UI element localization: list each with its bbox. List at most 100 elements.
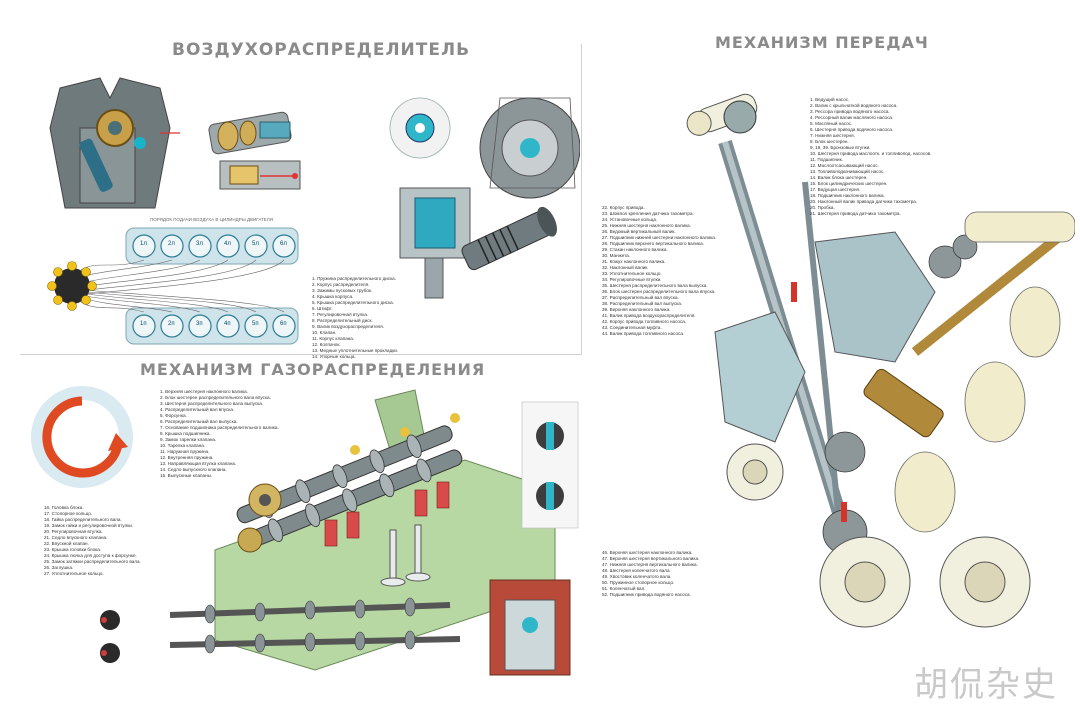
legend-item: 35. Шестерня распределительного вала вып… — [602, 283, 708, 288]
legend-item: 24. Крышка лючка для доступа к форсунке. — [44, 553, 137, 558]
cylinder-label: 6л — [280, 241, 287, 247]
legend-item: 3. Рессора привода водяного насоса. — [810, 109, 890, 114]
legend-item: 38. Распределительный вал выпуска. — [602, 301, 683, 306]
divider-horizontal — [20, 354, 582, 355]
cylinder-order-caption: ПОРЯДОК ПОДАЧИ ВОЗДУХА В ЦИЛИНДРЫ ДВИГАТ… — [150, 217, 273, 222]
heading-gas-distribution: МЕХАНИЗМ ГАЗОРАСПРЕДЕЛЕНИЯ — [140, 360, 486, 379]
legend-item: 13. Топливоподкачивающий насос. — [810, 169, 885, 174]
transmission-legend-2: 22. Корпус привода.23. Шомпол крепления … — [602, 205, 716, 337]
cylinder-label: 5п — [252, 321, 259, 327]
cylinder-row-bottom: 1п 2п 3п 4п 5п 6п — [126, 318, 306, 338]
legend-item: 20. Наклонный валик привода датчика тахо… — [810, 199, 918, 204]
legend-item: 15. Блок цилиндрических шестерен. — [810, 181, 888, 186]
transmission-legend-3: 46. Верхняя шестерня наклонного валика.4… — [602, 550, 699, 598]
gas-distribution-legend-1: 1. Верхняя шестерня наклонного валика.2.… — [160, 389, 279, 479]
cylinder-label: 3л — [196, 241, 203, 247]
legend-item: 2. Блок шестерен распределительного вала… — [160, 395, 271, 400]
distributor-parts-illustration — [208, 111, 301, 190]
legend-item: 44. Валик привода топливного насоса. — [602, 331, 685, 336]
legend-item: 7. Основание подшипника распределительно… — [160, 425, 279, 430]
legend-item: 29. Стакан наклонного валика. — [602, 247, 668, 252]
legend-item: 8. Крышка подшипника. — [160, 431, 211, 436]
legend-item: 30. Манжета. — [602, 253, 630, 258]
legend-item: 13. Медные уплотнительные прокладки. — [312, 348, 399, 353]
legend-item: 20. Пробка. — [810, 205, 835, 210]
legend-item: 2. Валик с крыльчаткой водяного насоса. — [810, 103, 898, 108]
legend-item: 24. Установочные кольца. — [602, 217, 658, 222]
legend-item: 17. Ведущая шестерня. — [810, 187, 861, 192]
legend-item: 1. Верхняя шестерня наклонного валика. — [160, 389, 248, 394]
legend-item: 10. Тарелка клапана. — [160, 443, 206, 448]
legend-item: 52. Подшипник привода водяного насоса. — [602, 592, 691, 597]
heading-air-distributor: ВОЗДУХОРАСПРЕДЕЛИТЕЛЬ — [172, 40, 471, 60]
legend-item: 31. Кожух наклонного валика. — [602, 259, 666, 264]
legend-item: 28. Подшипник верхнего вертикального вал… — [602, 241, 704, 246]
legend-item: 51. Коленчатый вал. — [602, 586, 646, 591]
legend-item: 14. Упорные кольца. — [312, 354, 356, 359]
legend-item: 22. Впускной клапан. — [44, 541, 89, 546]
legend-item: 37. Распределительный вал впуска. — [602, 295, 679, 300]
legend-item: 11. Наружная пружина. — [160, 449, 210, 454]
legend-item: 4. Распределительный вал впуска. — [160, 407, 235, 412]
legend-item: 23. Крышка головки блока. — [44, 547, 102, 552]
legend-item: 32. Наклонный валик. — [602, 265, 649, 270]
legend-item: 26. Ведомый вертикальный валик. — [602, 229, 676, 234]
legend-item: 14. Валик блока шестерен. — [810, 175, 868, 180]
legend-item: 25. Замок затяжки распределительного вал… — [44, 559, 141, 564]
heading-transmission: МЕХАНИЗМ ПЕРЕДАЧ — [715, 33, 929, 52]
legend-item: 36. Блок шестерен распределительного вал… — [602, 289, 716, 294]
legend-item: 7. Нижняя шестерня. — [810, 133, 855, 138]
legend-item: 12. Колпачок. — [312, 342, 341, 347]
legend-item: 25. Нижняя шестерня наклонного валика. — [602, 223, 692, 228]
cylinder-label: 1л — [140, 241, 147, 247]
legend-item: 33. Уплотнительное кольцо. — [602, 271, 662, 276]
air-distributor-legend: 1. Пружина распределительного диска.2. К… — [312, 276, 398, 360]
legend-item: 5. Форсунка. — [160, 413, 187, 418]
legend-item: 10. Клапан. — [312, 330, 337, 335]
legend-item: 21. Шестерня привода датчика тахометра. — [810, 211, 901, 216]
legend-item: 41. Валик привода воздухораспределителя. — [602, 313, 696, 318]
transmission-legend-1: 1. Ведущий насос.2. Валик с крыльчаткой … — [810, 97, 931, 217]
legend-item: 4. Рессорный валик масляного насоса. — [810, 115, 894, 120]
legend-item: 2. Корпус распределителя. — [312, 282, 370, 287]
watermark-text: 胡侃杂史 — [914, 665, 1058, 705]
legend-item: 47. Нижняя шестерня вертикального валика… — [602, 562, 698, 567]
legend-item: 14. Седло выпускного клапана. — [160, 467, 227, 472]
legend-item: 12. Маслоотсасывающий насос. — [810, 163, 879, 168]
legend-item: 27. Уплотнительное кольцо. — [44, 571, 104, 576]
cylinder-label: 2п — [168, 321, 175, 327]
legend-item: 6. Штифт. — [312, 306, 333, 311]
legend-item: 8. Блок шестерен. — [810, 139, 849, 144]
transmission-mechanism-illustration — [686, 93, 1075, 628]
cylinder-label: 1п — [140, 321, 147, 327]
legend-item: 20. Регулировочная втулка. — [44, 529, 103, 534]
legend-item: 1. Пружина распределительного диска. — [312, 276, 397, 281]
legend-item: 42. Корпус привода топливного насоса. — [602, 319, 687, 324]
legend-item: 10. Шестерня привода маслоотк. и топливо… — [810, 151, 932, 156]
cylinder-label: 2л — [168, 241, 175, 247]
legend-item: 46. Верхняя шестерня наклонного валика. — [602, 550, 693, 555]
legend-item: 5. Крышка распределительного диска. — [312, 300, 395, 305]
legend-item: 18. Подшипник наклонного валика. — [810, 193, 885, 198]
legend-item: 6. Распределительный вал выпуска. — [160, 419, 238, 424]
legend-item: 3. Шестерня распределительного вала выпу… — [160, 401, 264, 406]
legend-item: 9, 19, 39. Бронзовые втулки. — [810, 145, 871, 150]
cylinder-label: 4л — [224, 241, 231, 247]
legend-item: 23. Шомпол крепления датчика тахометра. — [602, 211, 694, 216]
legend-item: 1. Ведущий насос. — [810, 97, 850, 102]
legend-item: 9. Замок тарелки клапана. — [160, 437, 217, 442]
legend-item: 8. Распределительный диск. — [312, 318, 373, 323]
cylinder-order-diagram — [47, 227, 299, 345]
legend-item: 22. Корпус привода. — [602, 205, 645, 210]
legend-item: 47. Верхняя шестерня вертикального валик… — [602, 556, 700, 561]
cylinder-row-top: 1л 2л 3л 4л 5л 6л — [126, 238, 306, 258]
legend-item: 19. Замок гайки и регулировочной втулки. — [44, 523, 134, 528]
legend-item: 34. Регулировочные втулки. — [602, 277, 662, 282]
legend-item: 15. Выпускные клапаны. — [160, 473, 213, 478]
legend-item: 16. Головка блока. — [44, 505, 84, 510]
cylinder-head-illustration — [214, 389, 556, 671]
legend-item: 6. Шестерня привода водяного насоса. — [810, 127, 894, 132]
cylinder-label: 4п — [224, 321, 231, 327]
legend-item: 26. Заглушка. — [44, 565, 74, 570]
engine-cross-section-illustration — [49, 77, 180, 209]
